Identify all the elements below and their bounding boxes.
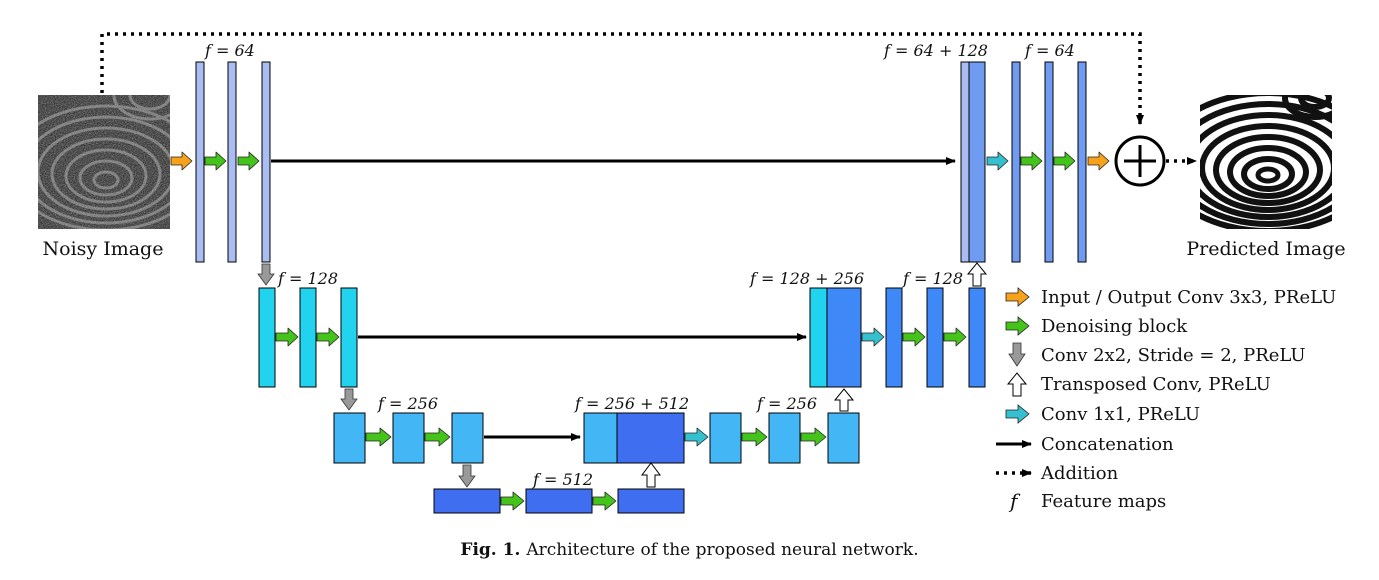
legend: Input / Output Conv 3x3, PReLU Denoising…: [996, 287, 1336, 513]
conv1x1-arrow-dec1: [986, 151, 1009, 171]
feature-label-enc2: f = 128: [277, 269, 338, 288]
downsample-arrow-1: [257, 263, 275, 286]
dec1-block-c: [1077, 61, 1087, 263]
denoise-arrow-dec1-a: [1020, 151, 1043, 171]
upsample-arrow-bottleneck: [641, 462, 661, 488]
feature-label-bottleneck: f = 512: [532, 470, 593, 489]
enc1-block-b: [227, 61, 237, 263]
downsample-arrow-2: [340, 388, 358, 411]
denoise-arrow-enc2-a: [275, 327, 299, 347]
denoise-arrow-dec3-a: [741, 427, 768, 447]
f-symbol-icon: f: [1008, 489, 1021, 513]
enc3-block-b: [392, 412, 425, 464]
feature-label-enc3: f = 256: [377, 394, 438, 413]
conv1x1-arrow-dec2: [861, 327, 885, 347]
feature-label-dec2-concat: f = 128 + 256: [749, 269, 864, 288]
denoise-arrow-enc3-a: [365, 427, 392, 447]
dec2-block-c: [968, 287, 986, 388]
denoise-arrow-bottleneck-a: [500, 491, 525, 511]
cyan-arrow-icon: [1005, 404, 1030, 424]
denoise-arrow-enc1-b: [237, 151, 260, 171]
legend-label-denoising: Denoising block: [1041, 316, 1188, 337]
dec3-concat-up: [616, 412, 685, 464]
dec3-block-c: [827, 412, 860, 464]
enc3-block-a: [333, 412, 366, 464]
predicted-image: [1200, 95, 1332, 229]
figure-caption: Fig. 1.Architecture of the proposed neur…: [0, 540, 1379, 560]
denoise-arrow-dec3-b: [800, 427, 827, 447]
conv1x1-arrow-dec3: [684, 427, 709, 447]
predicted-image-label: Predicted Image: [1186, 238, 1345, 260]
dec2-block-a: [885, 287, 903, 388]
legend-label-addition: Addition: [1040, 463, 1119, 484]
dec3-block-b: [768, 412, 801, 464]
denoise-arrow-dec2-b: [943, 327, 967, 347]
dec3-concat-skip: [583, 412, 618, 464]
noisy-image: [38, 95, 170, 229]
denoise-arrow-dec2-a: [902, 327, 926, 347]
addition-node: [1114, 135, 1166, 187]
legend-label-conv2x2: Conv 2x2, Stride = 2, PReLU: [1041, 345, 1306, 366]
enc1-block-c: [261, 61, 271, 263]
downsample-arrow-3: [458, 464, 476, 488]
feature-label-dec3-concat: f = 256 + 512: [574, 394, 689, 413]
upsample-arrow-level2: [966, 262, 988, 287]
block-arrows: [170, 151, 1110, 511]
noisy-image-label: Noisy Image: [43, 238, 164, 260]
dec1-concat-up: [968, 61, 986, 263]
bottleneck-block-a: [433, 488, 501, 514]
dec1-block-b: [1044, 61, 1054, 263]
feature-label-enc1: f = 64: [204, 41, 255, 60]
legend-label-concatenation: Concatenation: [1041, 434, 1174, 455]
downsample-arrows: [257, 263, 476, 488]
legend-label-conv1x1: Conv 1x1, PReLU: [1041, 404, 1200, 425]
hollow-up-arrow-icon: [1006, 372, 1028, 397]
output-conv-arrow: [1087, 151, 1110, 171]
denoise-arrow-enc1-a: [204, 151, 227, 171]
denoise-arrow-bottleneck-b: [592, 491, 617, 511]
enc2-block-b: [299, 287, 317, 388]
dec2-concat-skip: [809, 287, 828, 388]
addition-skip-line: [100, 32, 1144, 125]
legend-label-feature-maps: Feature maps: [1041, 491, 1166, 512]
bottleneck-block-b: [525, 488, 593, 514]
feature-label-dec2: f = 128: [902, 269, 963, 288]
denoise-arrow-dec1-b: [1053, 151, 1076, 171]
dec2-block-b: [926, 287, 944, 388]
gray-down-arrow-icon: [1008, 342, 1026, 367]
caption-text: Architecture of the proposed neural netw…: [526, 540, 919, 560]
feature-blocks: [195, 61, 1087, 514]
caption-prefix: Fig. 1.: [460, 540, 521, 560]
denoise-arrow-enc3-b: [424, 427, 451, 447]
input-conv-arrow: [170, 151, 193, 171]
legend-label-transposed: Transposed Conv, PReLU: [1041, 374, 1271, 395]
dec3-block-a: [709, 412, 742, 464]
enc2-block-c: [340, 287, 358, 388]
dec1-concat-skip: [960, 61, 970, 263]
dec2-concat-up: [826, 287, 862, 388]
enc2-block-a: [258, 287, 276, 388]
legend-label-io-conv: Input / Output Conv 3x3, PReLU: [1041, 287, 1336, 308]
enc3-block-c: [451, 412, 484, 464]
orange-arrow-icon: [1005, 287, 1030, 307]
feature-label-dec1-concat: f = 64 + 128: [883, 41, 988, 60]
dec1-block-a: [1011, 61, 1021, 263]
feature-label-dec3: f = 256: [756, 394, 817, 413]
bottleneck-block-c: [617, 488, 685, 514]
upsample-arrow-level3: [833, 388, 855, 412]
denoise-arrow-enc2-b: [316, 327, 340, 347]
feature-label-dec1: f = 64: [1024, 41, 1075, 60]
green-arrow-icon: [1005, 316, 1030, 336]
enc1-block-a: [195, 61, 205, 263]
upsample-arrows: [641, 262, 988, 488]
